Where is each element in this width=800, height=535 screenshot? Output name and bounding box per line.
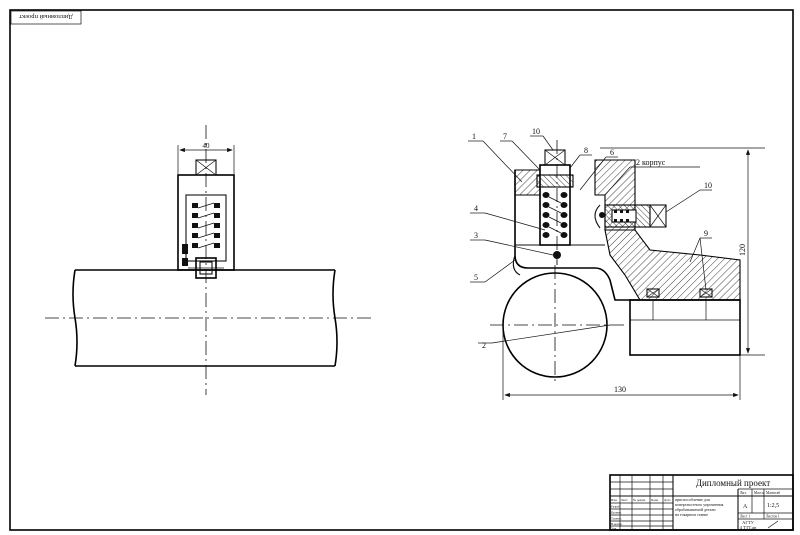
row-label-izm: Изм.: [611, 498, 618, 502]
callout-10-top: 10: [532, 127, 540, 136]
row-label-list: Лист: [621, 498, 628, 502]
desc-line-1: приспособление для: [675, 497, 710, 502]
rotated-stamp: Дипломный проект: [10, 10, 82, 25]
title-block-title: Дипломный проект: [696, 478, 770, 488]
callout-8: 8: [584, 146, 588, 155]
callout-7: 7: [503, 132, 507, 141]
callout-1: 1: [472, 132, 476, 141]
corner-mark: А: [743, 504, 748, 510]
header-masshtab: Масштаб: [766, 491, 780, 495]
callout-9: 9: [704, 229, 708, 238]
header-massa: Масса: [754, 491, 764, 495]
right-dim-width: 130: [614, 385, 626, 394]
row-label-podp: Подп.: [651, 498, 659, 502]
desc-line-3: обрабатываемой детали: [675, 507, 716, 512]
label-prover: Провер.: [611, 511, 622, 515]
callout-2: 2: [482, 341, 486, 350]
left-view: 40: [45, 125, 372, 395]
rotated-stamp-label: Дипломный проект: [19, 13, 73, 20]
label-razrab: Разраб.: [611, 505, 621, 509]
callout-6: 6: [610, 148, 614, 157]
label-nkontr: Н.контр.: [611, 522, 623, 526]
right-view: 120 130 1 7 10 8 6 2 корпус 4 3 5 2: [468, 127, 765, 400]
row-label-data: Дата: [664, 498, 671, 502]
right-dim-height: 120: [738, 244, 747, 256]
scale-value: 1:2,5: [767, 503, 779, 509]
desc-line-4: на токарном станке: [675, 512, 708, 517]
left-dim-width: 40: [203, 142, 211, 150]
org-line-1: АГТУ: [742, 520, 755, 525]
title-block: Дипломный проект Изм. Лист № докум. Подп…: [609, 474, 794, 531]
callout-5: 5: [474, 273, 478, 282]
row-label-dokum: № докум.: [633, 498, 646, 502]
callout-10-side: 10: [704, 181, 712, 190]
label-tkontr: Т.контр.: [611, 517, 622, 521]
label-utv: Утв.: [611, 527, 617, 531]
callout-4: 4: [474, 204, 478, 213]
desc-line-2: поверхностного упрочнения: [675, 502, 723, 507]
org-line-2: 4 ТТТ.ап: [740, 525, 757, 530]
sheet-label-listov: Листов 1: [766, 515, 780, 519]
callout-3: 3: [474, 231, 478, 240]
header-lit: Лит.: [740, 491, 747, 495]
sheet-label-list: Лист 1: [740, 515, 750, 519]
sheet-frame: [9, 9, 794, 531]
callout-2-korpus: 2 корпус: [636, 158, 666, 167]
